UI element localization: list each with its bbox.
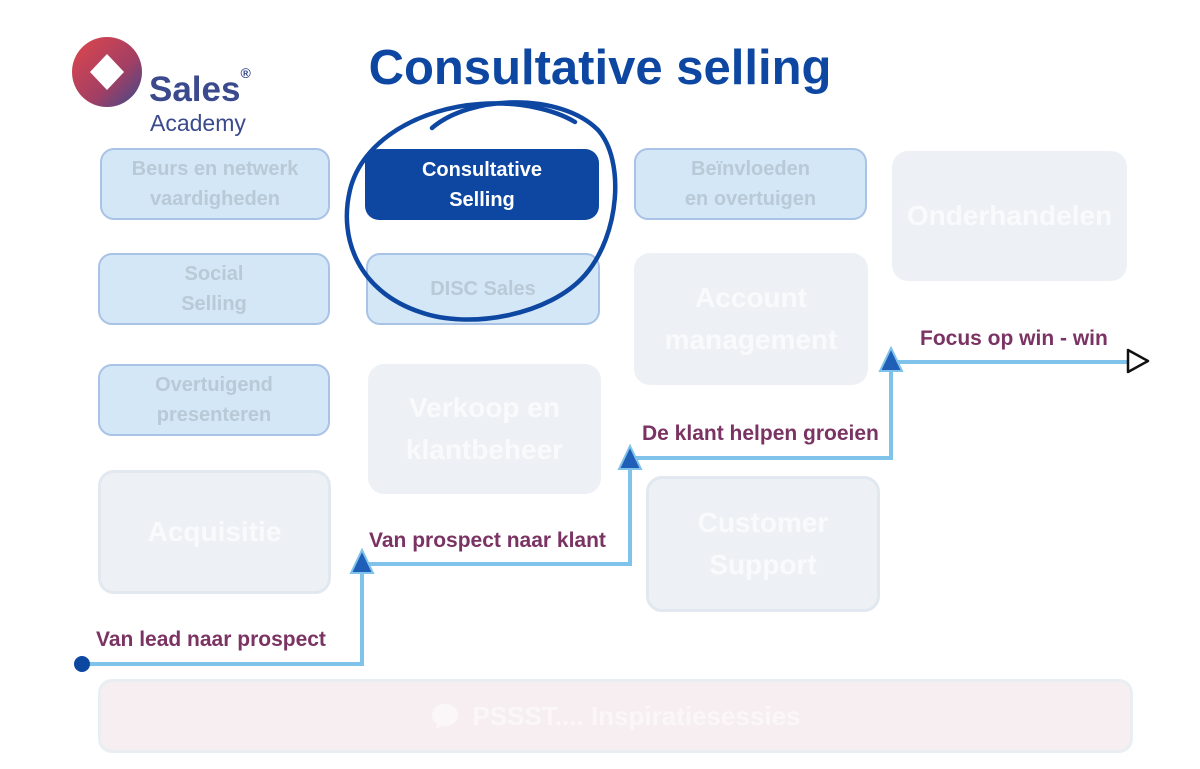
- step-marker-1: [349, 547, 375, 574]
- page-title: Consultative selling: [368, 41, 832, 95]
- highlight-circle: [344, 100, 618, 322]
- label-prospect-naar-klant: Van prospect naar klant: [369, 529, 606, 552]
- box-acquisitie[interactable]: Acquisitie: [98, 470, 331, 594]
- banner-pssst-inspiratiesessies[interactable]: PSSST.... Inspiratiesessies: [98, 679, 1133, 753]
- growth-path-line: [82, 360, 1132, 666]
- logo-diamond-icon: [72, 37, 142, 107]
- registered-mark: ®: [240, 65, 251, 81]
- label-lead-naar-prospect: Van lead naar prospect: [96, 628, 326, 651]
- path-end-arrow: [1126, 348, 1150, 374]
- chat-bubble-icon: [432, 704, 459, 729]
- step-marker-2: [617, 443, 643, 470]
- box-disc-sales[interactable]: DISC Sales: [366, 253, 600, 325]
- step-marker-3: [878, 345, 904, 372]
- sales-academy-logo: Sales® Academy: [72, 34, 272, 135]
- label-focus-win-win: Focus op win - win: [920, 327, 1108, 350]
- box-onderhandelen[interactable]: Onderhandelen: [892, 151, 1127, 281]
- banner-text: PSSST.... Inspiratiesessies: [472, 700, 801, 731]
- logo-subtitle: Academy: [150, 110, 246, 136]
- label-klant-helpen-groeien: De klant helpen groeien: [642, 422, 879, 445]
- path-start-dot: [74, 656, 90, 672]
- logo-brand-text: Sales®: [149, 65, 251, 109]
